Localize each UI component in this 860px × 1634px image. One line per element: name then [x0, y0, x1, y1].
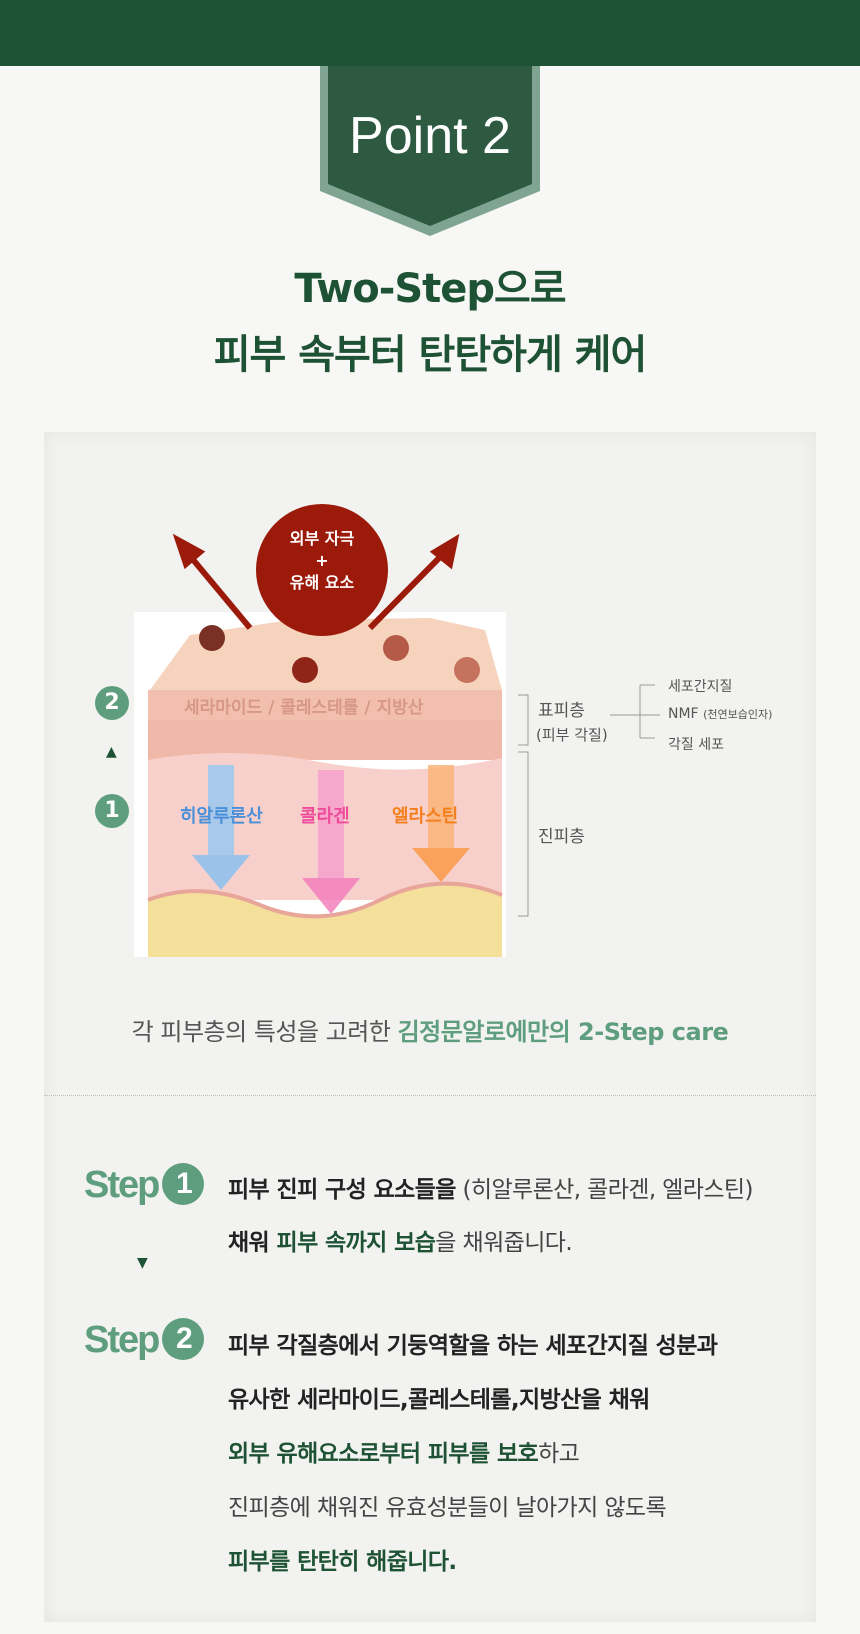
- nmf-sub: (천연보습인자): [703, 708, 773, 721]
- skin-illustration: [134, 504, 660, 957]
- threat-plus: +: [315, 551, 329, 570]
- epidermis-sub: (피부 각질): [536, 726, 608, 744]
- threat-arrows: [172, 533, 460, 631]
- text-segment: 피부 진피 구성 요소들을: [228, 1177, 456, 1203]
- badge-label: Point 2: [349, 107, 511, 165]
- text-segment: 외부 유해요소로부터 피부를 보호: [228, 1441, 539, 1467]
- step-1-line: 피부 진피 구성 요소들을 (히알루론산, 콜라겐, 엘라스틴): [228, 1170, 753, 1204]
- divider: [44, 1095, 816, 1096]
- text-segment: 을 채워줍니다.: [435, 1230, 573, 1256]
- lipid-label: 세라마이드 / 콜레스테롤 / 지방산: [184, 698, 424, 718]
- epidermis-label: 표피층: [538, 701, 585, 721]
- title-line-2: 피부 속부터 탄탄하게 케어: [213, 332, 648, 378]
- text-segment: 채워: [228, 1230, 277, 1256]
- caption-text: 각 피부층의 특성을 고려한: [131, 1018, 398, 1046]
- step-2-line: 피부를 탄탄히 해줍니다.: [228, 1542, 457, 1576]
- threat-line-1: 외부 자극: [289, 529, 355, 548]
- marker-2: 2: [95, 686, 129, 720]
- ingredient-arrows: [192, 765, 470, 914]
- threat-line-2: 유해 요소: [289, 573, 355, 592]
- ingredient-elastin: 엘라스틴: [392, 806, 459, 827]
- top-bar: [0, 0, 860, 66]
- threat-circle: [256, 504, 388, 636]
- text-segment: 피부 속까지 보습: [276, 1230, 436, 1256]
- step-2-line: 피부 각질층에서 기둥역할을 하는 세포간지질 성분과: [228, 1326, 718, 1360]
- caption-highlight: 김정문알로에만의 2-Step care: [397, 1018, 729, 1046]
- skin-diagram: 외부 자극 + 유해 요소 세라마이드 / 콜레스테롤 / 지방산 히알루론산 …: [95, 500, 820, 960]
- text-segment: (히알루론산, 콜라겐, 엘라스틴): [455, 1177, 754, 1203]
- text-segment: 하고: [538, 1441, 580, 1467]
- text-segment: 피부를 탄탄히 해줍니다.: [228, 1549, 457, 1575]
- nmf-label: NMF: [668, 706, 699, 722]
- marker-1: 1: [95, 794, 129, 828]
- ingredient-collagen: 콜라겐: [300, 806, 350, 827]
- caption: 각 피부층의 특성을 고려한 김정문알로에만의 2-Step care: [0, 1012, 860, 1047]
- epidermis-item-lipid: 세포간지질: [668, 679, 733, 695]
- step-word: Step: [84, 1319, 160, 1361]
- down-arrow-icon: ▼: [137, 1255, 148, 1271]
- ingredient-hyaluronic: 히알루론산: [180, 806, 263, 827]
- step-number: 1: [162, 1163, 205, 1205]
- threat-label: 외부 자극 + 유해 요소: [256, 528, 388, 594]
- point-badge: Point 2: [320, 66, 540, 236]
- step-2-line: 외부 유해요소로부터 피부를 보호하고: [228, 1434, 580, 1468]
- step-1-line: 채워 피부 속까지 보습을 채워줍니다.: [228, 1223, 573, 1257]
- epidermis-item-cell: 각질 세포: [668, 737, 724, 753]
- dermis-label: 진피층: [538, 827, 585, 847]
- epidermis-item-nmf: NMF (천연보습인자): [668, 706, 772, 722]
- title-line-1: Two-Step으로: [294, 266, 566, 312]
- text-segment: 유사한 세라마이드,콜레스테롤,지방산을 채워: [228, 1387, 650, 1413]
- step-number: 2: [162, 1318, 205, 1360]
- up-arrow-icon: ▲: [106, 744, 117, 760]
- text-segment: 진피층에 채워진 유효성분들이 날아가지 않도록: [228, 1495, 667, 1521]
- step-word: Step: [84, 1164, 160, 1206]
- text-segment: 피부 각질층에서 기둥역할을 하는 세포간지질 성분과: [228, 1333, 718, 1359]
- step-2-line: 유사한 세라마이드,콜레스테롤,지방산을 채워: [228, 1380, 650, 1414]
- step-2-line: 진피층에 채워진 유효성분들이 날아가지 않도록: [228, 1488, 667, 1522]
